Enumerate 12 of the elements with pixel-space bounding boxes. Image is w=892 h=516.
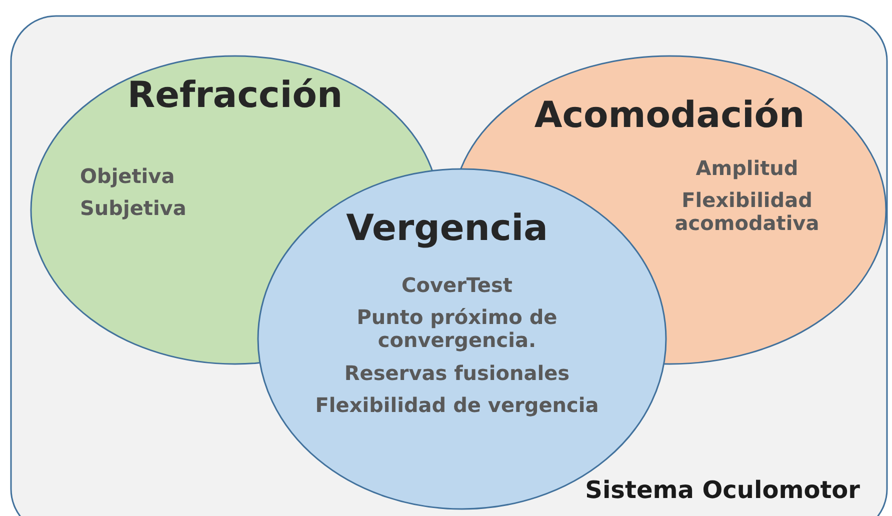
list-item: Flexibilidad acomodativa: [674, 188, 820, 235]
list-item: CoverTest: [402, 273, 512, 297]
circle-title: Acomodación: [534, 95, 805, 136]
circle-title: Refracción: [127, 75, 343, 116]
list-item: Reservas fusionales: [344, 361, 570, 385]
list-item: Subjetiva: [80, 196, 186, 220]
group-title: Sistema Oculomotor: [585, 476, 860, 504]
list-item: Objetiva: [80, 164, 175, 188]
list-item: Flexibilidad de vergencia: [315, 393, 599, 417]
list-item: Punto próximo de convergencia.: [356, 305, 558, 352]
list-item: Amplitud: [696, 156, 798, 180]
circle-title: Vergencia: [346, 208, 548, 249]
